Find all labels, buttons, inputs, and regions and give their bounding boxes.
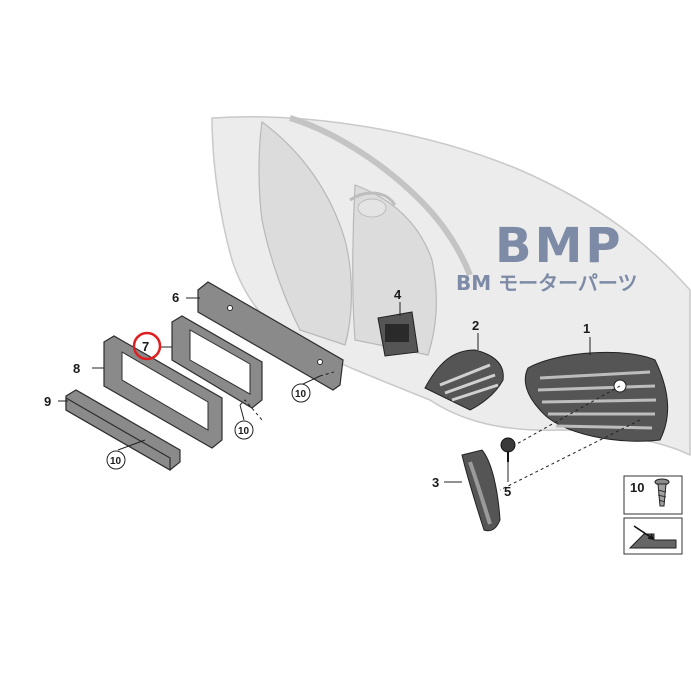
part-8-plate-holder (103, 335, 223, 449)
part-7-plate-frame (171, 315, 263, 409)
callout-8: 8 (73, 361, 80, 376)
legend-callout-10: 10 (630, 480, 644, 495)
highlight-ring (132, 331, 162, 361)
callout-7-highlight: 7 (132, 331, 162, 361)
part-5-clip (500, 437, 516, 462)
callout-1: 1 (583, 321, 590, 336)
callout-10-a: 10 (295, 389, 307, 400)
callout-7: 7 (142, 339, 149, 354)
part-9-plate-panel (65, 389, 181, 472)
part-3-trim-strip (461, 449, 501, 532)
callout-9: 9 (44, 394, 51, 409)
callout-5: 5 (504, 484, 511, 499)
callout-10-b: 10 (238, 426, 250, 437)
legend-view-box (623, 517, 683, 555)
watermark-subtitle: BM モーターパーツ (456, 271, 638, 295)
screw-icon (654, 478, 670, 507)
callout-2: 2 (472, 318, 479, 333)
leader-lines (58, 297, 641, 491)
callout-10-b-group: 10 (234, 420, 254, 440)
view-arrow-icon (628, 525, 677, 549)
part-2-air-duct-trim (424, 349, 504, 411)
watermark: BMP BM モーターパーツ (456, 218, 638, 295)
part-4-bracket (377, 311, 419, 357)
legend-screw-box: 10 (623, 475, 683, 515)
callout-10-a-group: 10 (291, 383, 311, 403)
watermark-brand: BMP (495, 218, 624, 274)
callout-3: 3 (432, 475, 439, 490)
callout-6: 6 (172, 290, 179, 305)
callout-10-c-group: 10 (106, 450, 126, 470)
callout-10-c: 10 (110, 456, 122, 467)
part-6-plate-base (197, 281, 344, 391)
callout-4: 4 (394, 287, 402, 302)
